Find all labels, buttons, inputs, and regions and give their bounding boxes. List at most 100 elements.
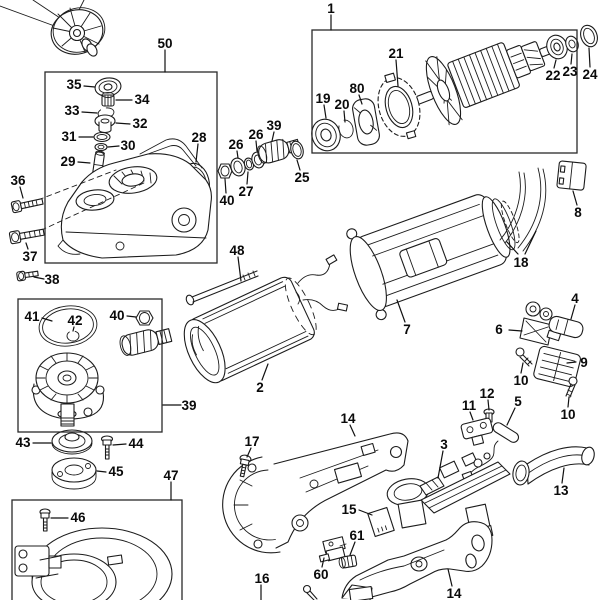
leader-line-32	[115, 122, 131, 125]
part-label-34: 34	[134, 92, 150, 107]
leader-line-48	[237, 256, 242, 282]
part-24-ring	[580, 24, 598, 48]
part-47-wheel-guard	[14, 527, 173, 600]
part-39-worm-lower	[119, 328, 173, 356]
part-label-36: 36	[10, 173, 26, 188]
part-label-11: 11	[462, 398, 477, 413]
leader-line-10	[567, 396, 570, 408]
part-19-bearing	[311, 118, 341, 152]
leader-line-18	[524, 230, 537, 255]
part-26-washer-a	[230, 157, 246, 177]
leader-line-40	[126, 315, 137, 318]
part-label-22: 22	[545, 68, 560, 83]
part-label-12: 12	[479, 386, 494, 401]
part-label-10: 10	[560, 407, 575, 422]
leader-line-24	[588, 47, 591, 68]
part-18-baffles	[499, 167, 547, 252]
spindle-fan-top-left	[0, 0, 106, 57]
part-label-45: 45	[108, 464, 124, 479]
part-44-screw	[100, 435, 114, 460]
leader-line-40	[224, 178, 227, 194]
leader-line-44	[112, 443, 127, 446]
leader-line-27	[246, 171, 249, 185]
part-61-cap	[338, 554, 358, 569]
part-label-40: 40	[219, 193, 234, 208]
part-label-6: 6	[495, 322, 503, 337]
leader-line-45	[96, 470, 107, 473]
part-5-lock-lever	[461, 422, 520, 481]
leader-line-41	[41, 317, 53, 322]
leader-line-14	[447, 568, 453, 587]
part-label-14: 14	[446, 586, 462, 600]
part-36-screw	[10, 198, 44, 214]
leader-line-36	[19, 186, 24, 199]
leader-line-26	[236, 150, 239, 159]
leader-line-25	[296, 159, 301, 171]
part-label-31: 31	[61, 129, 77, 144]
part-2-field-coil	[183, 254, 349, 384]
leader-line-33	[81, 111, 98, 114]
part-label-47: 47	[163, 468, 178, 483]
part-4-brush	[548, 315, 584, 339]
leader-line-13	[561, 467, 565, 484]
leader-line-8	[572, 190, 578, 206]
leader-line-11	[469, 411, 474, 421]
part-13-side-handle	[512, 446, 595, 486]
part-17-screw	[239, 454, 252, 478]
leader-line-12	[487, 399, 490, 411]
part-7-motor-housing	[346, 194, 520, 321]
part-6-brush-holder	[519, 301, 562, 346]
leader-line-5	[506, 407, 516, 426]
part-32-collar	[94, 114, 116, 134]
part-label-13: 13	[553, 483, 569, 498]
part-label-15: 15	[341, 502, 357, 517]
leader-line-18	[506, 241, 519, 255]
part-48-long-screw	[185, 270, 259, 306]
part-label-25: 25	[294, 170, 310, 185]
leader-line-39	[271, 131, 275, 142]
leader-line-20	[343, 110, 346, 123]
part-label-44: 44	[128, 436, 144, 451]
part-label-42: 42	[67, 313, 82, 328]
assembly-box-1	[311, 29, 578, 154]
part-25-ring	[290, 140, 304, 160]
leader-line-19	[323, 104, 327, 119]
part-label-21: 21	[388, 46, 404, 61]
part-label-38: 38	[44, 272, 60, 287]
part-label-30: 30	[120, 138, 135, 153]
part-40-nut-lower	[135, 310, 154, 326]
part-31-ring	[93, 131, 111, 143]
part-label-24: 24	[582, 67, 598, 82]
part-label-46: 46	[70, 510, 86, 525]
part-label-40: 40	[109, 308, 124, 323]
part-37-screw	[8, 228, 45, 245]
part-label-8: 8	[574, 205, 582, 220]
part-34-sleeve	[101, 92, 115, 107]
leader-line-3	[437, 450, 444, 479]
part-label-48: 48	[229, 243, 245, 258]
leader-line-21	[395, 59, 399, 87]
leader-line-6	[508, 329, 523, 332]
part-label-2: 2	[256, 380, 264, 395]
part-label-3: 3	[440, 437, 448, 452]
leader-line-4	[570, 304, 576, 320]
part-15-label-plate	[367, 506, 395, 538]
part-16-screw	[302, 584, 318, 600]
leader-line-28	[195, 143, 199, 163]
part-42-clip	[66, 330, 80, 342]
part-60-switch	[318, 536, 347, 563]
part-label-28: 28	[191, 130, 207, 145]
part-9-vented-cover	[533, 345, 581, 388]
part-10-screw-upper	[515, 347, 533, 367]
part-label-20: 20	[334, 97, 349, 112]
part-spiral-bevel-gear	[31, 352, 105, 427]
assembly-box-39	[17, 298, 163, 433]
part-label-5: 5	[514, 394, 522, 409]
part-30-washer	[94, 142, 108, 152]
leader-line-23	[570, 53, 573, 65]
leader-line-30	[107, 145, 120, 148]
part-label-1: 1	[327, 1, 335, 16]
part-label-43: 43	[15, 435, 31, 450]
part-label-26: 26	[248, 127, 264, 142]
